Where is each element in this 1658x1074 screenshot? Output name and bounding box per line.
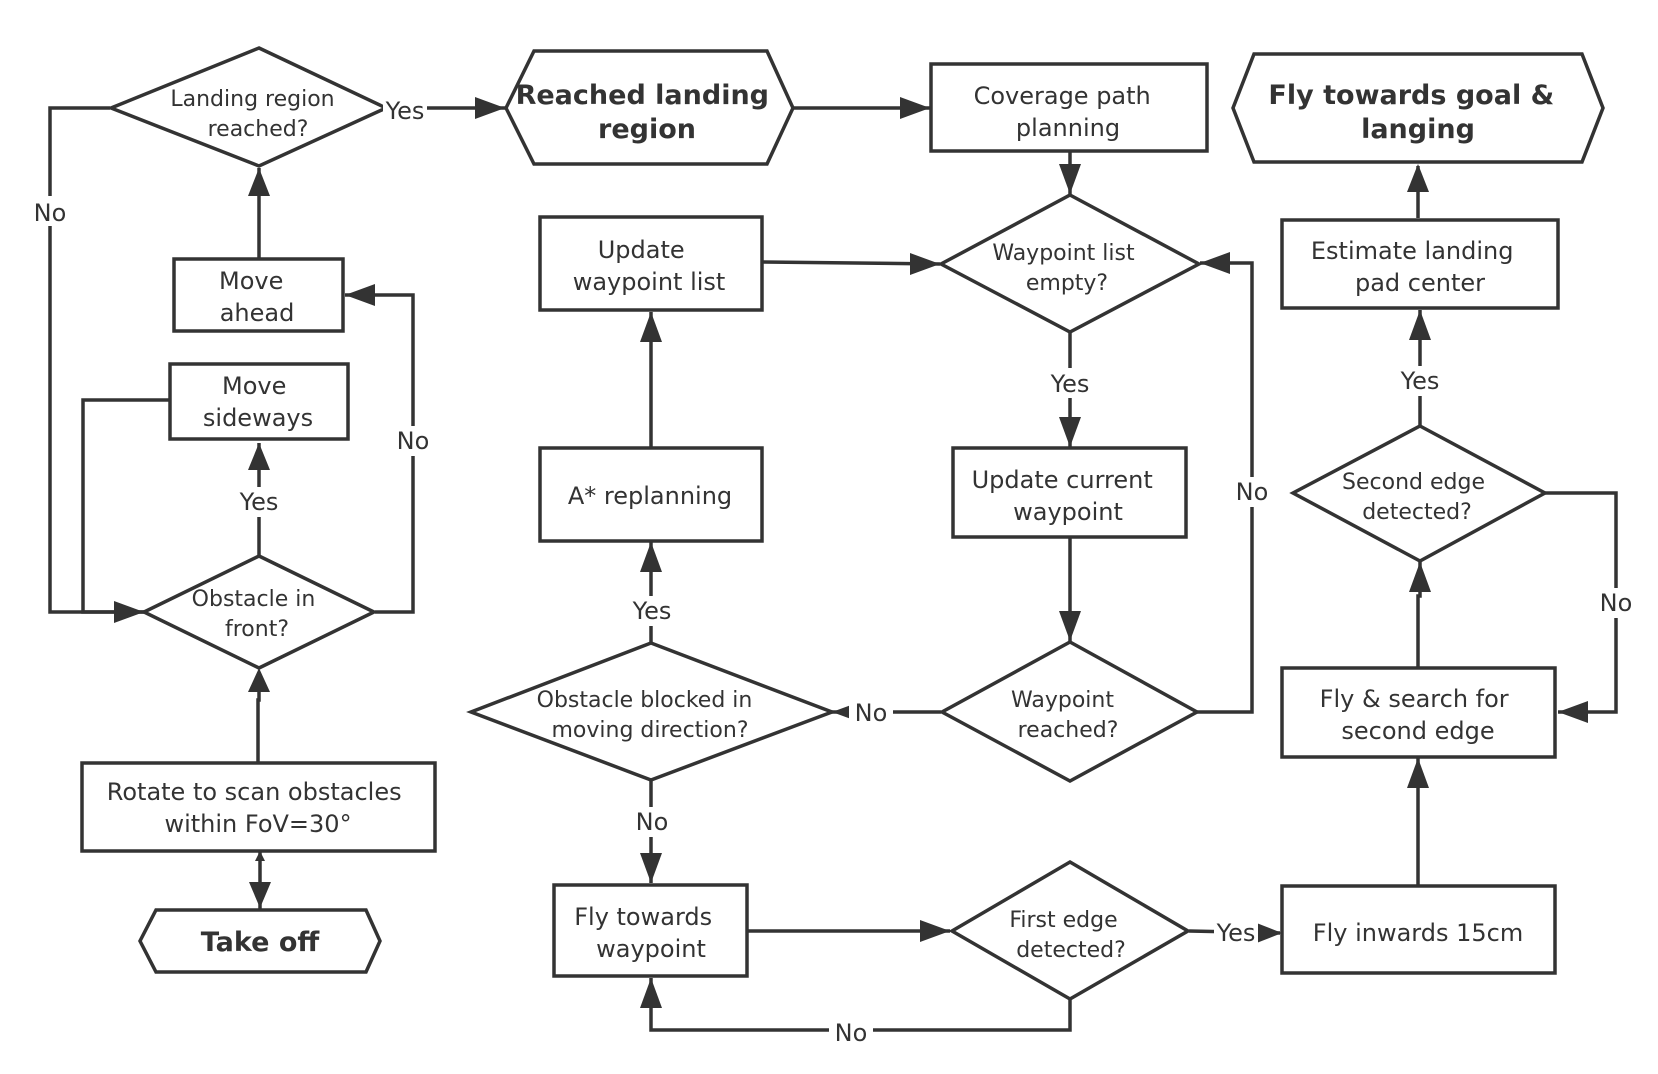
arrowhead — [1409, 562, 1431, 592]
edge-labels: No Yes Yes No Yes No No Yes No Yes No Ye… — [30, 96, 1638, 1047]
edge-label-landing-no: No — [34, 199, 67, 227]
arrowhead — [640, 853, 662, 883]
edge-label-first-yes: Yes — [1216, 919, 1256, 947]
update-current-shape — [951, 446, 1188, 539]
edge-label-second-no: No — [1600, 589, 1633, 617]
move-sideways-shape — [168, 362, 350, 441]
waypoint-empty-label: Waypoint list empty? — [992, 241, 1141, 296]
arrowhead — [910, 253, 940, 275]
first-edge-label: First edge detected? — [1009, 908, 1125, 963]
arrowhead — [640, 312, 662, 342]
edge-landing-no — [48, 106, 144, 614]
arrowhead — [1407, 164, 1429, 192]
second-edge-label: Second edge detected? — [1342, 470, 1492, 525]
waypoint-reached-label: Waypoint reached? — [1011, 688, 1121, 743]
estimate-center-shape — [1280, 218, 1560, 310]
arrowhead — [920, 920, 950, 942]
arrowhead — [475, 97, 505, 119]
edge-label-landing-yes: Yes — [385, 97, 425, 125]
node-labels: Take off Rotate to scan obstacles within… — [107, 80, 1563, 963]
reached-landing-shape — [504, 49, 795, 166]
arrowhead — [1200, 252, 1230, 274]
edge-label-first-no: No — [835, 1019, 868, 1047]
arrowheads — [114, 97, 1588, 1008]
fly-goal-shape — [1231, 52, 1605, 164]
arrowhead — [249, 882, 271, 908]
take-off-shape — [138, 908, 382, 974]
arrowhead — [1254, 922, 1282, 944]
edge-label-reached-no-loop: No — [1236, 478, 1269, 506]
fly-towards-waypoint-label: Fly towards waypoint — [574, 903, 720, 963]
landing-region-shape — [106, 46, 391, 168]
edge-label-second-yes: Yes — [1400, 367, 1440, 395]
rotate-scan-label: Rotate to scan obstacles within FoV=30° — [107, 778, 409, 838]
edge-label-empty-yes: Yes — [1050, 370, 1090, 398]
rotate-scan-shape — [80, 761, 437, 853]
arrowhead — [248, 443, 270, 470]
fly-goal-label: Fly towards goal & langing — [1268, 80, 1563, 145]
fly-towards-waypoint-shape — [552, 883, 749, 978]
fly-search-second-shape — [1280, 666, 1557, 759]
fly-inwards-label: Fly inwards 15cm — [1313, 919, 1523, 947]
arrowhead — [248, 168, 270, 196]
edge-label-blocked-no: No — [636, 808, 669, 836]
obstacle-blocked-label: Obstacle blocked in moving direction? — [537, 688, 760, 743]
fly-search-second-label: Fly & search for second edge — [1320, 685, 1517, 745]
coverage-path-label: Coverage path planning — [974, 82, 1159, 142]
arrowhead — [1407, 758, 1429, 788]
edge-label-reached-no: No — [855, 699, 888, 727]
arrowhead — [1409, 310, 1431, 340]
arrowhead — [1059, 417, 1081, 447]
update-current-label: Update current waypoint — [972, 466, 1161, 526]
obstacle-front-label: Obstacle in front? — [192, 587, 323, 642]
landing-region-label: Landing region reached? — [170, 87, 341, 142]
edge-sideways-to-obstacle — [81, 398, 170, 614]
update-waypoint-list-shape — [538, 215, 764, 312]
take-off-label: Take off — [201, 927, 321, 958]
estimate-center-label: Estimate landing pad center — [1311, 237, 1521, 297]
fly-inwards-shape — [1280, 884, 1557, 975]
second-edge-shape — [1289, 424, 1549, 563]
arrowhead — [1558, 701, 1588, 723]
reached-landing-label: Reached landing region — [516, 80, 779, 145]
arrowhead — [1059, 611, 1081, 641]
arrowhead — [900, 97, 930, 119]
node-shapes — [80, 46, 1605, 1002]
edge-label-obstacle-yes: Yes — [239, 488, 279, 516]
edge-label-blocked-yes: Yes — [632, 597, 672, 625]
coverage-path-shape — [929, 62, 1209, 153]
update-waypoint-list-label: Update waypoint list — [573, 236, 726, 296]
arrowhead — [248, 668, 270, 692]
move-sideways-label: Move sideways — [203, 372, 313, 432]
move-ahead-shape — [172, 257, 345, 333]
a-star-shape — [538, 446, 764, 543]
arrowhead — [1059, 164, 1081, 194]
arrowhead — [640, 978, 662, 1008]
arrowhead — [640, 542, 662, 572]
arrowhead — [345, 284, 375, 306]
waypoint-reached-shape — [938, 640, 1201, 783]
move-ahead-label: Move ahead — [219, 267, 294, 327]
a-star-label: A* replanning — [568, 482, 732, 510]
edge-label-obstacle-no: No — [397, 427, 430, 455]
waypoint-empty-shape — [937, 193, 1203, 334]
obstacle-blocked-shape — [466, 641, 837, 782]
arrowhead — [114, 601, 144, 623]
first-edge-shape — [948, 859, 1192, 1002]
obstacle-front-shape — [140, 554, 378, 670]
